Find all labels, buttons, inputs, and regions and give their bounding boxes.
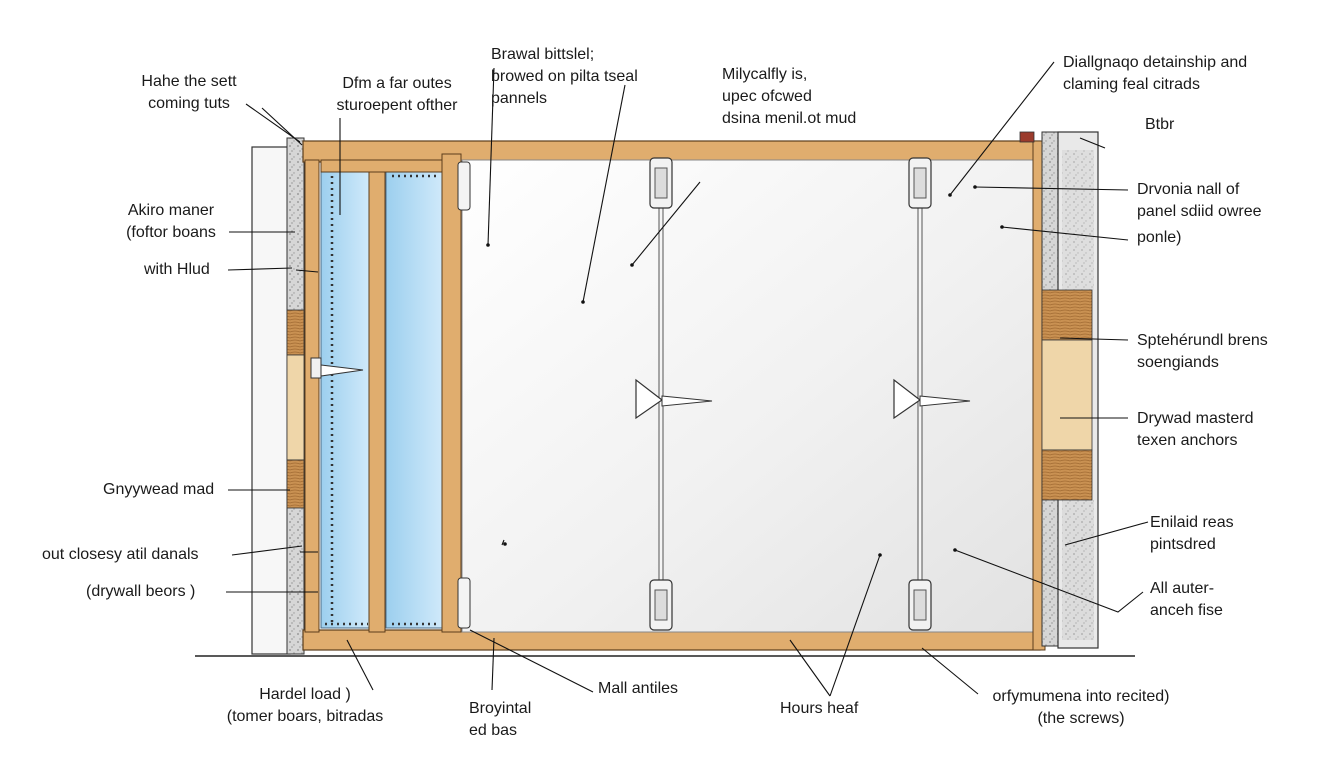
left-wood-block-2	[286, 354, 305, 461]
label-left-1: Akiro maner (foftor boans	[126, 202, 216, 241]
glass-pane-2	[385, 171, 443, 629]
label-bottom-3: Mall antiles	[598, 680, 679, 697]
glass-pane-1	[320, 171, 370, 629]
clip-bottom-left	[457, 577, 471, 629]
leader-dots	[486, 185, 1004, 557]
bottom-plate	[302, 629, 1041, 651]
label-right-2: Drvonia nall of panel sdiid owree	[1137, 181, 1262, 220]
label-top-right-1: Diallgnaqo detainship and claming feal c…	[1063, 54, 1248, 93]
label-top-left-2: Dfm a far outes sturoepent ofther	[336, 75, 458, 114]
left-anchor	[320, 364, 364, 377]
label-right-5: Drywad masterd texen anchors	[1137, 410, 1254, 449]
label-top-center-2: Milycalfly is, upec ofcwed dsina menil.o…	[722, 66, 857, 127]
right-wood-block-2	[1041, 339, 1093, 451]
right-wood-block-1	[1041, 289, 1093, 341]
label-right-1: Btbr	[1145, 116, 1175, 133]
left-wood-block-1	[286, 309, 305, 356]
label-bottom-4: Hours heaf	[780, 700, 859, 717]
label-bottom-5: orfymumena into recited) (the screws)	[992, 688, 1170, 727]
label-bottom-1: Hardel load ) (tomer boars, bitradas	[226, 686, 384, 725]
left-bracket	[310, 357, 322, 379]
anchor-rod-1	[635, 157, 713, 631]
left-wood-block-3	[286, 459, 305, 509]
middle-stud	[368, 159, 386, 633]
label-left-4: out closesy atil danals	[42, 546, 199, 563]
anchor-rod-2	[893, 157, 971, 631]
left-stud	[304, 159, 320, 633]
clip-top-left	[457, 161, 471, 211]
drywall-panel	[461, 159, 1035, 633]
label-right-4: Sptehérundl brens soengiands	[1137, 332, 1268, 371]
right-cap	[1019, 131, 1035, 143]
label-top-center-1: Brawal bittslel; browed on pilta tseal p…	[491, 46, 638, 107]
label-right-7: All auter- anceh fise	[1150, 580, 1223, 619]
window-header	[320, 159, 443, 173]
label-left-5: (drywall beors )	[86, 583, 196, 600]
label-left-3: Gnyywead mad	[103, 481, 215, 498]
leader-lines	[226, 61, 1149, 697]
left-wall-column	[251, 146, 291, 655]
window-stud	[441, 153, 462, 633]
label-left-2: with Hlud	[144, 261, 210, 278]
label-bottom-2: Broyintal ed bas	[469, 700, 532, 739]
label-right-6: Enilaid reas pintsdred	[1150, 514, 1234, 553]
label-top-left-1: Hahe the sett coming tuts	[141, 73, 237, 112]
right-wood-block-3	[1041, 449, 1093, 501]
label-right-3: ponle)	[1137, 229, 1182, 246]
